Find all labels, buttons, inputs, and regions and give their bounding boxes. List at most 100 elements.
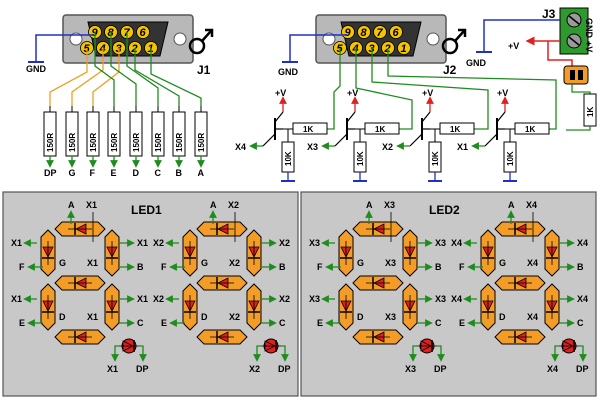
svg-text:X3: X3 bbox=[309, 238, 320, 248]
svg-text:9: 9 bbox=[345, 27, 352, 39]
svg-text:DP: DP bbox=[278, 364, 291, 374]
svg-text:C: C bbox=[137, 318, 144, 328]
connector-pin: 7 bbox=[373, 25, 387, 39]
svg-text:150R: 150R bbox=[175, 133, 184, 152]
led-segment bbox=[494, 275, 546, 291]
svg-text:X3: X3 bbox=[435, 238, 446, 248]
segment-output-label: F bbox=[90, 168, 96, 178]
svg-text:X2: X2 bbox=[153, 294, 164, 304]
svg-text:C: C bbox=[279, 318, 286, 328]
svg-text:G: G bbox=[201, 258, 208, 268]
led-diode-icon bbox=[117, 340, 141, 352]
led-diode-icon bbox=[259, 340, 283, 352]
led-diode-icon bbox=[508, 331, 532, 343]
led-segment bbox=[196, 329, 248, 345]
svg-text:A: A bbox=[210, 200, 217, 210]
led-segment bbox=[40, 283, 56, 331]
j3-label: J3 bbox=[542, 7, 556, 21]
connector-j3: J3 GND +V GND +V bbox=[466, 7, 594, 94]
svg-text:X4: X4 bbox=[526, 200, 537, 210]
led-segment bbox=[494, 329, 546, 345]
j1-label: J1 bbox=[197, 63, 211, 77]
j3-gnd-label: GND bbox=[584, 18, 594, 39]
svg-text:6: 6 bbox=[140, 27, 147, 39]
led-diode-icon bbox=[366, 331, 390, 343]
svg-text:DP: DP bbox=[576, 364, 589, 374]
svg-text:X1: X1 bbox=[137, 294, 148, 304]
led-segment bbox=[544, 229, 560, 277]
led-segment bbox=[352, 329, 404, 345]
connector-pin: 6 bbox=[136, 25, 150, 39]
svg-text:X1: X1 bbox=[87, 258, 98, 268]
led-diode-icon bbox=[482, 295, 494, 319]
led-diode-icon bbox=[404, 241, 416, 265]
connector-pin: 8 bbox=[357, 25, 371, 39]
led-segment bbox=[352, 275, 404, 291]
svg-text:G: G bbox=[499, 258, 506, 268]
led-segment bbox=[104, 229, 120, 277]
svg-text:1K: 1K bbox=[375, 125, 385, 134]
svg-text:1K: 1K bbox=[450, 125, 460, 134]
signal-wire bbox=[92, 48, 120, 106]
svg-text:X3: X3 bbox=[384, 200, 395, 210]
svg-text:+V: +V bbox=[497, 88, 508, 98]
svg-text:150R: 150R bbox=[132, 133, 141, 152]
svg-text:+V: +V bbox=[422, 88, 433, 98]
svg-text:F: F bbox=[459, 262, 465, 272]
svg-text:D: D bbox=[201, 312, 208, 322]
panel-title: LED1 bbox=[131, 203, 162, 217]
svg-text:X2: X2 bbox=[249, 364, 260, 374]
svg-text:X4: X4 bbox=[577, 238, 588, 248]
svg-text:X1: X1 bbox=[87, 312, 98, 322]
svg-text:DP: DP bbox=[434, 364, 447, 374]
driver-output-label: X1 bbox=[457, 142, 468, 152]
svg-text:150R: 150R bbox=[89, 133, 98, 152]
svg-text:E: E bbox=[19, 318, 25, 328]
j3-vplus-label: +V bbox=[584, 41, 594, 52]
led-segment bbox=[104, 283, 120, 331]
male-symbol-icon bbox=[441, 37, 459, 55]
svg-text:DP: DP bbox=[136, 364, 149, 374]
led-diode-icon bbox=[68, 331, 92, 343]
svg-text:C: C bbox=[577, 318, 584, 328]
svg-text:F: F bbox=[317, 262, 323, 272]
svg-text:150R: 150R bbox=[197, 133, 206, 152]
svg-text:E: E bbox=[459, 318, 465, 328]
male-symbol-icon bbox=[188, 37, 206, 55]
led-diode-icon bbox=[248, 241, 260, 265]
svg-text:E: E bbox=[317, 318, 323, 328]
svg-text:X3: X3 bbox=[385, 258, 396, 268]
led-segment bbox=[246, 283, 262, 331]
led-segment bbox=[402, 229, 418, 277]
led-diode-icon bbox=[68, 223, 92, 235]
svg-text:10K: 10K bbox=[356, 151, 365, 166]
svg-text:X2: X2 bbox=[228, 200, 239, 210]
led-diode-icon bbox=[248, 295, 260, 319]
led-segment bbox=[544, 283, 560, 331]
svg-text:X4: X4 bbox=[577, 294, 588, 304]
led-diode-icon bbox=[210, 277, 234, 289]
led-segment bbox=[338, 283, 354, 331]
led-diode-icon bbox=[404, 295, 416, 319]
led-diode-icon bbox=[546, 295, 558, 319]
led-diode-icon bbox=[210, 331, 234, 343]
svg-text:7: 7 bbox=[377, 27, 384, 39]
segment-output-label: E bbox=[111, 168, 117, 178]
led-segment bbox=[54, 275, 106, 291]
led-diode-icon bbox=[68, 277, 92, 289]
